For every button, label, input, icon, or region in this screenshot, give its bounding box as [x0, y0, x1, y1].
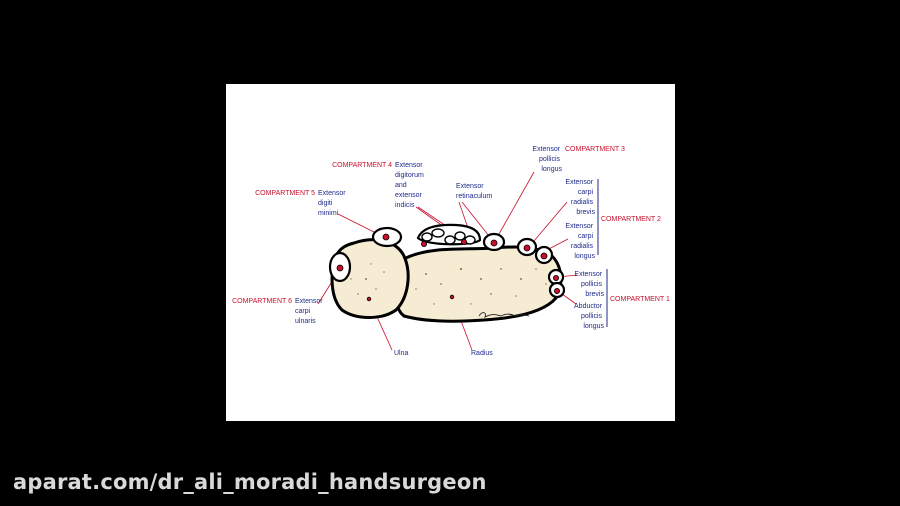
label-extensor-carpi-ulnaris: Extensor carpi ulnaris	[295, 298, 325, 325]
tendon-markers	[336, 233, 560, 302]
label-extensor-carpi-radialis-longus: Extensor carpi radialis longus	[565, 223, 595, 260]
watermark-text: aparat.com/dr_ali_moradi_handsurgeon	[13, 470, 487, 494]
label-extensor-digiti-minimi: Extensor digiti minimi	[318, 190, 348, 217]
label-compartment-1: COMPARTMENT 1	[610, 296, 670, 303]
diagram-slide: COMPARTMENT 3 Extensor pollicis longus C…	[226, 84, 675, 421]
label-extensor-digitorum-indicis: Extensor digitorum and extensor indicis	[395, 162, 426, 209]
label-extensor-carpi-radialis-brevis: Extensor carpi radialis brevis	[565, 179, 595, 216]
label-compartment-2: COMPARTMENT 2	[601, 216, 661, 223]
label-compartment-6: COMPARTMENT 6	[232, 298, 292, 305]
label-compartment-5: COMPARTMENT 5	[255, 190, 315, 197]
artist-signature-mark	[478, 312, 530, 319]
bone-texture	[350, 263, 547, 305]
label-extensor-pollicis-brevis: Extensor pollicis brevis	[574, 271, 604, 298]
label-compartment-4: COMPARTMENT 4	[332, 162, 392, 169]
label-ulna: Ulna	[394, 350, 409, 357]
wrist-cross-section-diagram: COMPARTMENT 3 Extensor pollicis longus C…	[232, 146, 670, 357]
label-radius: Radius	[471, 350, 493, 357]
compartment-brackets	[597, 179, 608, 327]
label-extensor-retinaculum: Extensor retinaculum	[456, 183, 492, 200]
label-abductor-pollicis-longus: Abductor pollicis longus	[574, 303, 604, 330]
label-extensor-pollicis-longus: Extensor pollicis longus	[532, 146, 562, 173]
label-compartment-3: COMPARTMENT 3	[565, 146, 625, 153]
edc-tendons	[421, 228, 476, 245]
